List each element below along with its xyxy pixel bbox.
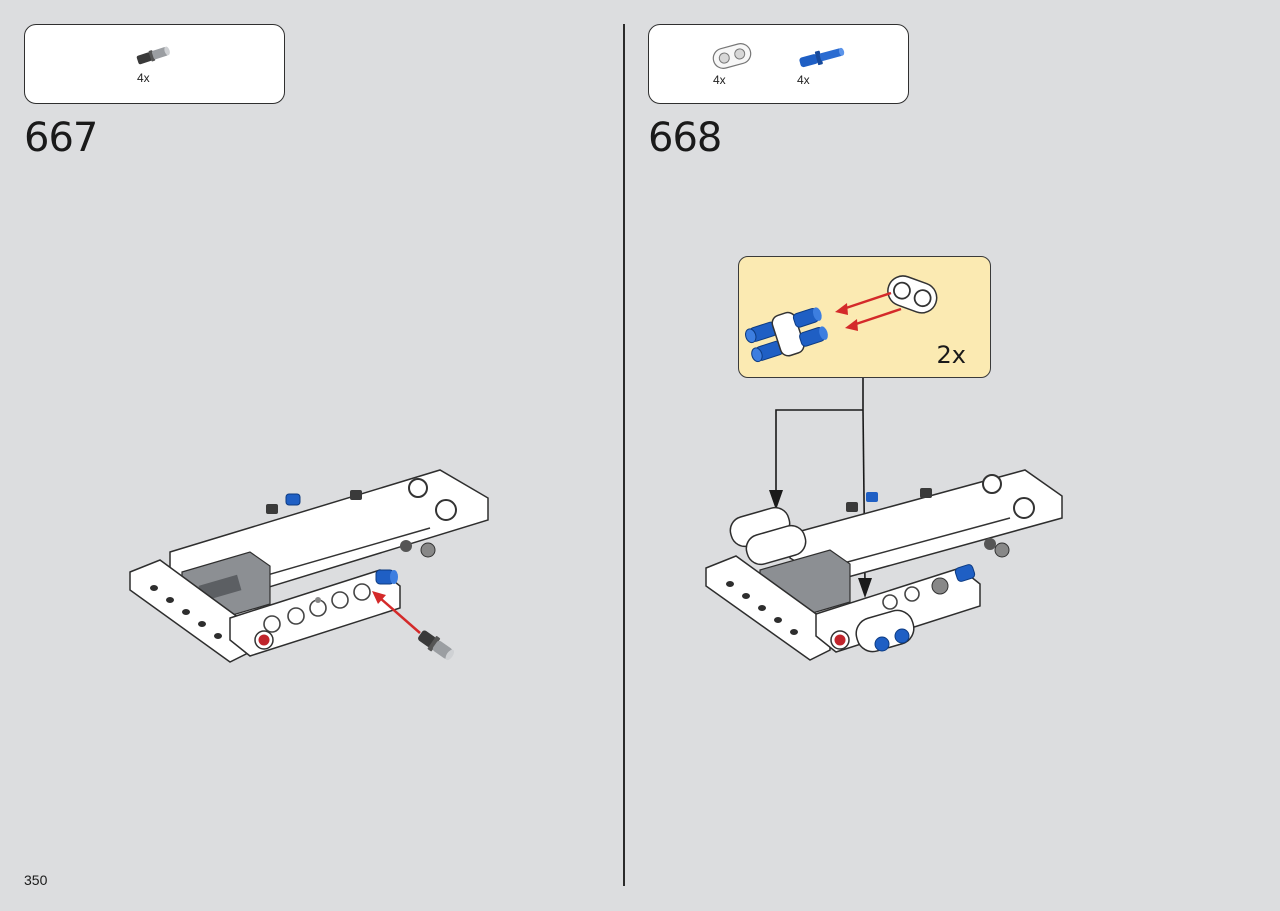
callout-multiplier: 2x [936, 341, 966, 369]
step-668-parts-list: 4x 4x [648, 24, 909, 104]
red-assembly-arrows [835, 291, 902, 331]
white-double-connector-icon [712, 43, 752, 69]
page-divider [623, 24, 625, 886]
pointer-arrowhead [769, 490, 783, 510]
sub-assembly-callout: 2x [738, 256, 991, 378]
beam-assembly [129, 469, 489, 663]
page-number: 350 [24, 872, 48, 888]
step-667-parts-list: 4x [24, 24, 285, 104]
step-667-assembly [129, 469, 489, 663]
blue-pins-assembly [745, 307, 828, 363]
beam-assembly [705, 469, 1063, 661]
part-quantity: 4x [713, 73, 726, 87]
step-number: 667 [24, 115, 98, 161]
parts-list-item: 4x [795, 41, 849, 93]
pointer-arrowhead [858, 578, 872, 598]
blue-axle-pin-icon [799, 47, 845, 68]
part-quantity: 4x [797, 73, 810, 87]
gray-pin-part [418, 630, 455, 661]
step-668-assembly [705, 378, 1063, 661]
part-quantity: 4x [137, 71, 150, 85]
gray-pin-icon [136, 46, 170, 65]
step-number: 668 [648, 115, 722, 161]
white-connector-part [887, 275, 938, 314]
parts-list-item: 4x [709, 41, 755, 93]
red-insertion-arrow [372, 591, 421, 634]
sub-assembly-drawing [745, 275, 938, 363]
parts-list-item: 4x [133, 41, 173, 93]
